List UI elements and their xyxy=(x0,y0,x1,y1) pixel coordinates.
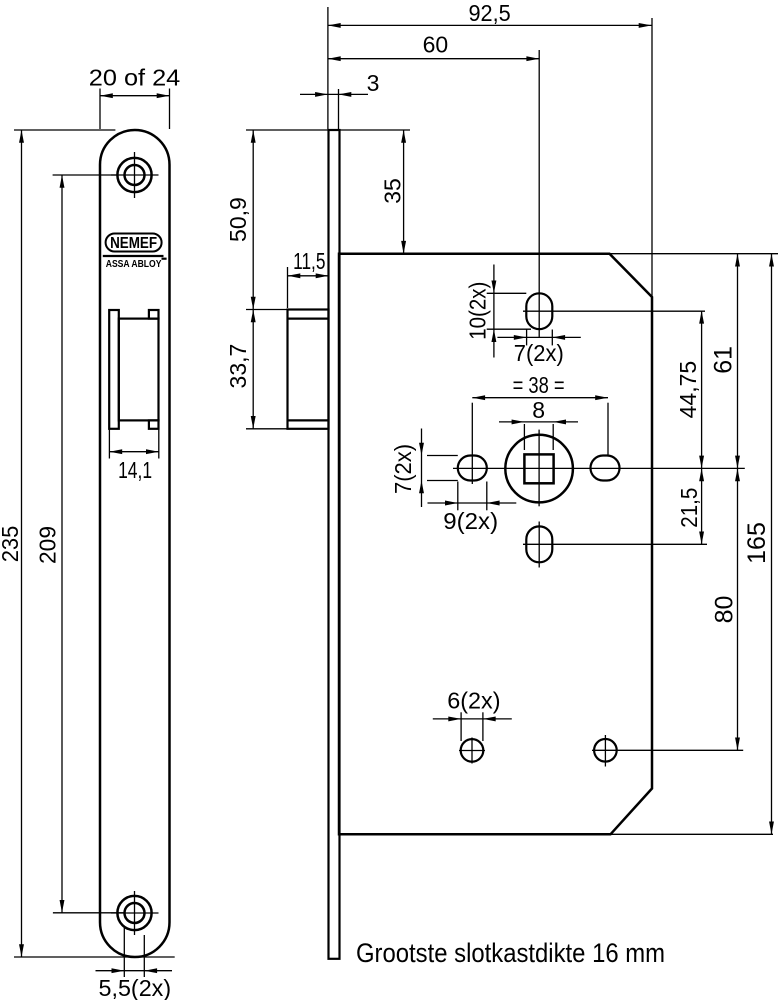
svg-text:14,1: 14,1 xyxy=(118,457,152,483)
svg-text:= 38 =: = 38 = xyxy=(513,372,565,398)
svg-text:21,5: 21,5 xyxy=(676,488,702,528)
svg-text:61: 61 xyxy=(710,346,738,374)
svg-text:11,5: 11,5 xyxy=(293,248,325,274)
svg-text:20 of 24: 20 of 24 xyxy=(89,65,181,91)
svg-text:165: 165 xyxy=(743,522,771,564)
svg-text:Grootste slotkastdikte 16 mm: Grootste slotkastdikte 16 mm xyxy=(356,938,665,968)
svg-text:3: 3 xyxy=(367,70,380,96)
svg-text:5,5(2x): 5,5(2x) xyxy=(99,975,172,1000)
svg-text:92,5: 92,5 xyxy=(469,0,511,26)
svg-text:60: 60 xyxy=(423,32,449,58)
svg-text:35: 35 xyxy=(380,178,406,204)
svg-text:50,9: 50,9 xyxy=(225,197,251,242)
svg-text:10(2x): 10(2x) xyxy=(464,282,490,340)
svg-text:6(2x): 6(2x) xyxy=(447,688,500,714)
svg-text:80: 80 xyxy=(711,596,739,624)
svg-text:33,7: 33,7 xyxy=(225,344,251,389)
svg-text:ASSA ABLOY: ASSA ABLOY xyxy=(106,258,162,270)
svg-text:8: 8 xyxy=(532,397,545,423)
svg-text:7(2x): 7(2x) xyxy=(390,444,416,494)
svg-text:7(2x): 7(2x) xyxy=(514,340,564,366)
svg-text:9(2x): 9(2x) xyxy=(443,508,498,534)
svg-text:NEMEF: NEMEF xyxy=(110,235,157,252)
svg-text:44,75: 44,75 xyxy=(675,361,701,419)
svg-text:209: 209 xyxy=(35,526,61,564)
svg-text:235: 235 xyxy=(0,526,23,563)
